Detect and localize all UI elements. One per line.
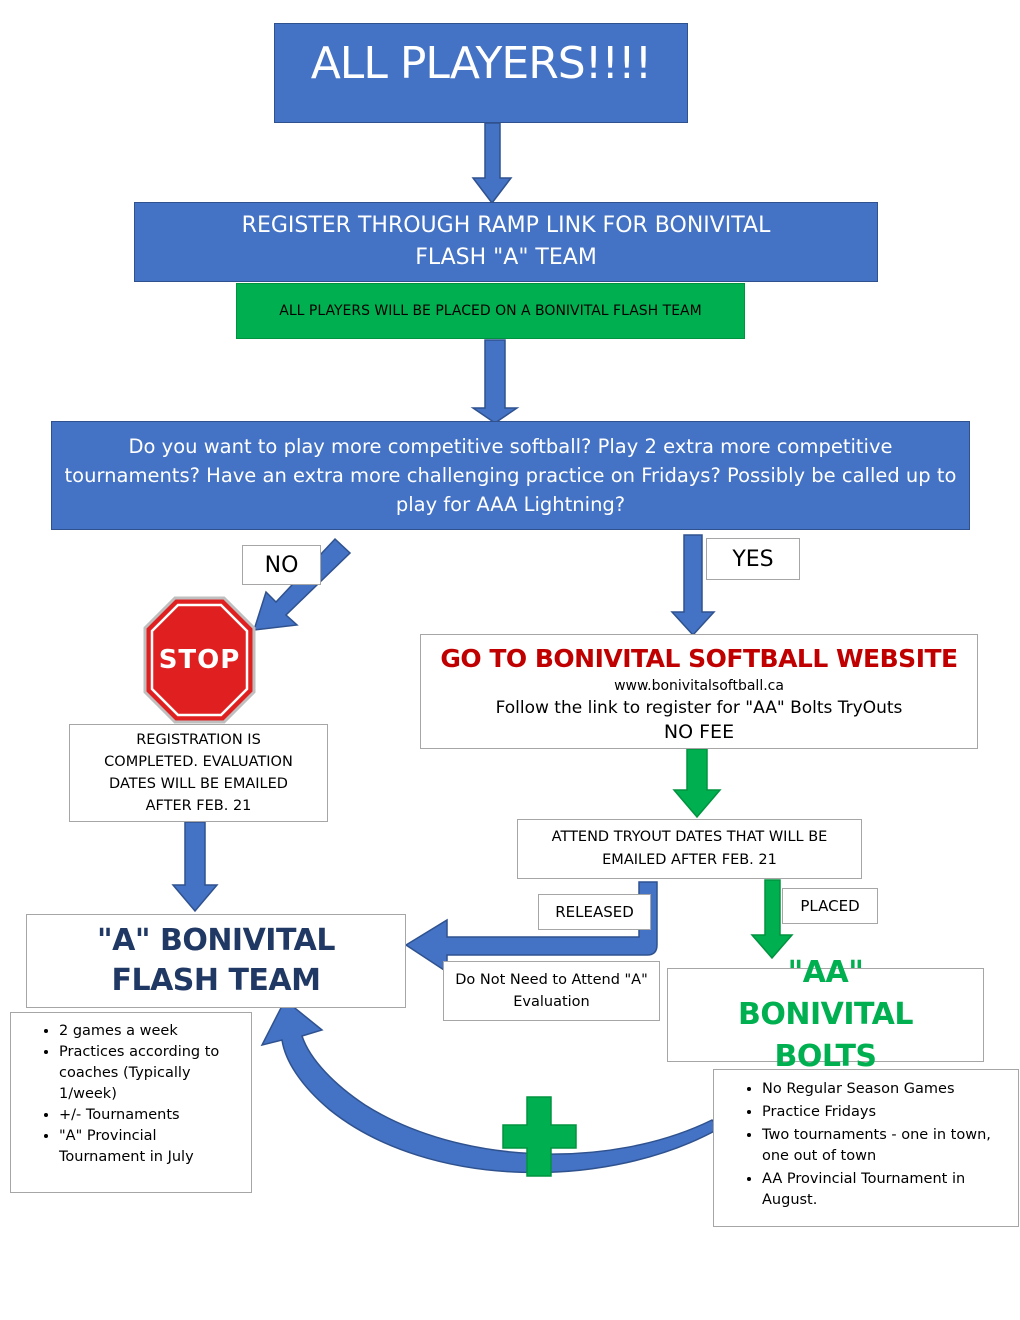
website-follow: Follow the link to register for "AA" Bol… [495,698,903,718]
aa-detail-item: AA Provincial Tournament in August. [762,1169,1010,1211]
placed-note-box: ALL PLAYERS WILL BE PLACED ON A BONIVITA… [236,283,745,339]
no-evaluation-box: Do Not Need to Attend "A" Evaluation [443,961,660,1021]
a-detail-item: Practices according to coaches (Typicall… [59,1042,241,1105]
arrow-green-2 [750,879,794,960]
aa-detail-item: Practice Fridays [762,1102,1010,1123]
registration-complete-box: REGISTRATION IS COMPLETED. EVALUATION DA… [69,724,328,822]
a-detail-item: 2 games a week [59,1021,241,1042]
question-box: Do you want to play more competitive sof… [51,421,970,530]
curved-return-arrow [260,998,722,1174]
plus-icon [502,1096,577,1177]
arrow-down-2 [470,339,520,424]
released-label: RELEASED [538,894,651,930]
website-heading: GO TO BONIVITAL SOFTBALL WEBSITE [440,644,958,673]
stop-sign-text: STOP [158,645,241,675]
arrow-yes [670,534,716,637]
aa-detail-item: Two tournaments - one in town, one out o… [762,1125,1010,1167]
a-team-details: 2 games a week Practices according to co… [10,1012,252,1193]
aa-team-details: No Regular Season Games Practice Fridays… [713,1069,1019,1227]
placed-label: PLACED [782,888,878,924]
arrow-down-3 [171,821,219,913]
a-team-box: "A" BONIVITAL FLASH TEAM [26,914,406,1008]
website-fee: NO FEE [663,721,735,743]
website-box: GO TO BONIVITAL SOFTBALL WEBSITE www.bon… [420,634,978,749]
a-detail-item: +/- Tournaments [59,1105,241,1126]
website-url[interactable]: www.bonivitalsoftball.ca [614,678,784,694]
tryout-box: ATTEND TRYOUT DATES THAT WILL BE EMAILED… [517,819,862,879]
no-label: NO [242,545,321,585]
a-detail-item: "A" Provincial Tournament in July [59,1126,241,1168]
aa-team-box: "AA" BONIVITAL BOLTS [667,955,984,1074]
all-players-title: ALL PLAYERS!!!! [274,23,688,123]
register-box: REGISTER THROUGH RAMP LINK FOR BONIVITAL… [134,202,878,282]
arrow-down-1 [471,122,513,205]
arrow-green-1 [672,748,722,819]
stop-sign-icon [143,596,256,724]
yes-label: YES [706,538,800,580]
arrow-released [404,881,658,974]
aa-detail-item: No Regular Season Games [762,1079,1010,1100]
